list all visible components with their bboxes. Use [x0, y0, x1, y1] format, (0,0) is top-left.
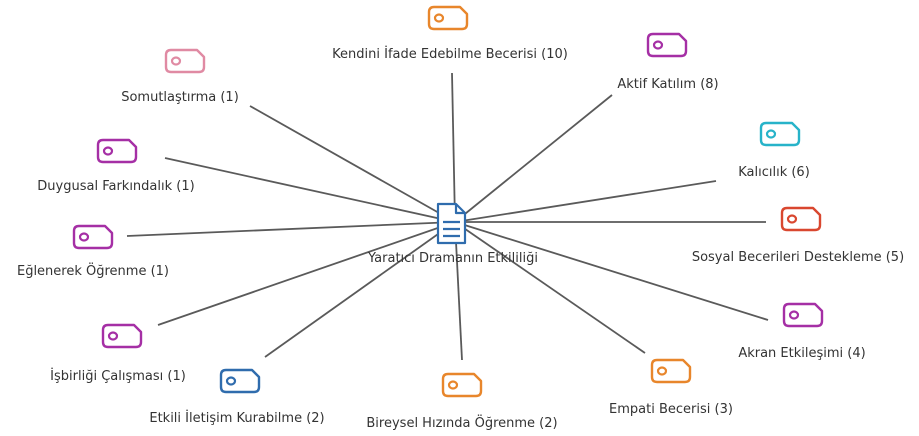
node-label: Bireysel Hızında Öğrenme (2) — [366, 414, 557, 431]
node-label: Empati Becerisi (3) — [609, 402, 733, 417]
node-label: Kalıcılık (6) — [738, 165, 810, 180]
center-node[interactable]: Yaratıcı Dramanın Etkililiği — [367, 202, 538, 266]
node-etkili-iletisim[interactable]: Etkili İletişim Kurabilme (2) — [149, 368, 325, 426]
node-eglenerek[interactable]: Eğlenerek Öğrenme (1) — [17, 224, 169, 279]
edge-aktif-katilim — [454, 94, 613, 223]
tag-icon — [780, 206, 822, 232]
node-label: Kendini İfade Edebilme Becerisi (10) — [332, 46, 568, 62]
tag-icon — [72, 224, 114, 250]
nodes-layer: Kendini İfade Edebilme Becerisi (10) Akti… — [17, 5, 904, 431]
node-label: Somutlaştırma (1) — [121, 90, 239, 105]
edge-somutlastirma — [249, 105, 456, 223]
edge-duygusal — [164, 157, 456, 223]
edge-kendini-ifade — [451, 72, 456, 223]
edge-eglenerek — [126, 221, 456, 237]
edge-etkili-iletisim — [264, 221, 456, 358]
node-empati[interactable]: Empati Becerisi (3) — [609, 358, 733, 417]
node-somutlastirma[interactable]: Somutlaştırma (1) — [121, 48, 239, 105]
edges-layer — [126, 72, 769, 361]
tag-icon — [782, 302, 824, 328]
node-isbirligi[interactable]: İşbirliği Çalışması (1) — [50, 323, 186, 384]
tag-icon — [164, 48, 206, 74]
tag-icon — [96, 138, 138, 164]
tag-icon — [101, 323, 143, 349]
tag-icon — [646, 32, 688, 58]
node-akran-etkilesimi[interactable]: Akran Etkileşimi (4) — [738, 302, 866, 361]
document-icon — [436, 202, 467, 245]
node-label: İşbirliği Çalışması (1) — [50, 368, 186, 384]
edge-bireysel-hiz — [454, 221, 463, 361]
center-label: Yaratıcı Dramanın Etkililiği — [367, 251, 538, 266]
tag-icon — [650, 358, 692, 384]
tag-icon — [219, 368, 261, 394]
edge-empati — [454, 221, 646, 354]
tag-icon — [441, 372, 483, 398]
node-label: Akran Etkileşimi (4) — [738, 346, 865, 361]
node-label: Eğlenerek Öğrenme (1) — [17, 262, 169, 279]
edge-isbirligi — [157, 221, 456, 326]
edge-kalicilik — [454, 180, 717, 223]
node-sosyal-beceriler[interactable]: Sosyal Becerileri Destekleme (5) — [692, 206, 904, 265]
node-duygusal[interactable]: Duygusal Farkındalık (1) — [37, 138, 195, 194]
node-label: Etkili İletişim Kurabilme (2) — [149, 410, 324, 426]
node-label: Duygusal Farkındalık (1) — [37, 179, 194, 194]
node-aktif-katilim[interactable]: Aktif Katılım (8) — [617, 32, 719, 92]
node-label: Sosyal Becerileri Destekleme (5) — [692, 250, 904, 265]
tag-icon — [427, 5, 469, 31]
tag-icon — [759, 121, 801, 147]
node-label: Aktif Katılım (8) — [617, 77, 718, 92]
edge-akran-etkilesimi — [454, 221, 769, 321]
node-kendini-ifade[interactable]: Kendini İfade Edebilme Becerisi (10) — [332, 5, 568, 62]
node-kalicilik[interactable]: Kalıcılık (6) — [738, 121, 810, 180]
node-bireysel-hiz[interactable]: Bireysel Hızında Öğrenme (2) — [366, 372, 558, 431]
